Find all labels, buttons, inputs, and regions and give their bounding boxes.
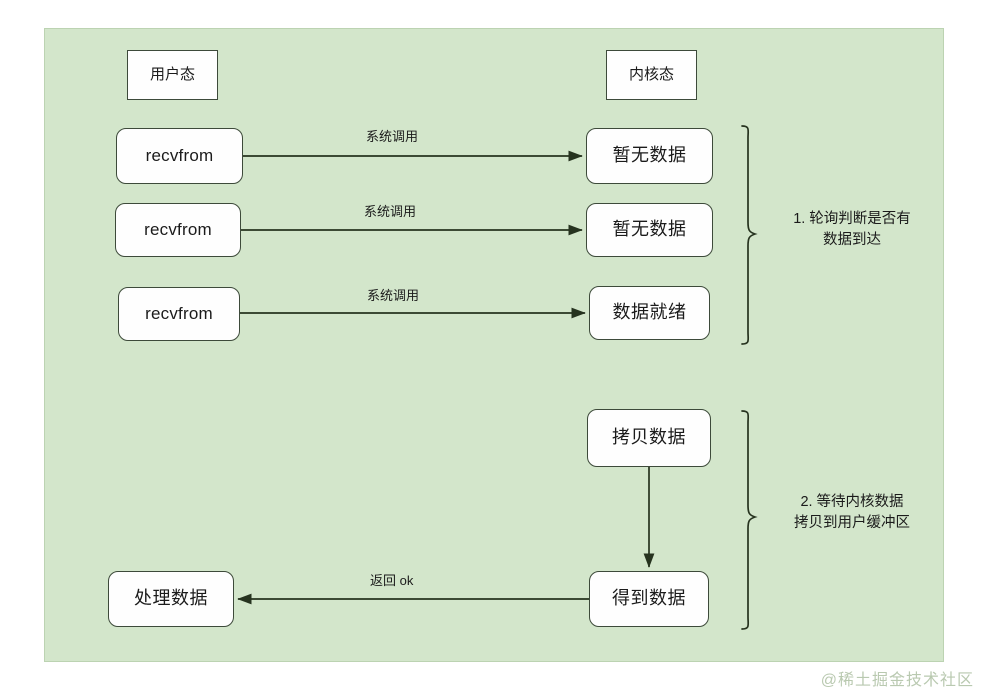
edge-label-return-ok: 返回 ok <box>370 573 414 588</box>
node-label-recvfrom-2: recvfrom <box>144 219 212 239</box>
node-label-process-data: 处理数据 <box>134 588 208 609</box>
node-process-data: 处理数据 <box>108 571 234 627</box>
header-box-kernel-mode: 内核态 <box>606 50 697 100</box>
header-label-kernel-mode: 内核态 <box>628 65 674 83</box>
node-recvfrom-2: recvfrom <box>115 203 241 257</box>
node-recvfrom-3: recvfrom <box>118 287 240 341</box>
diagram-panel <box>44 28 944 662</box>
node-no-data-1: 暂无数据 <box>586 128 713 184</box>
node-label-copy-data: 拷贝数据 <box>612 427 686 448</box>
node-recvfrom-1: recvfrom <box>116 128 243 184</box>
node-data-ready: 数据就绪 <box>589 286 710 340</box>
header-label-user-mode: 用户态 <box>149 65 195 83</box>
node-got-data: 得到数据 <box>589 571 709 627</box>
node-label-no-data-1: 暂无数据 <box>612 145 687 166</box>
node-label-data-ready: 数据就绪 <box>612 302 687 323</box>
node-copy-data: 拷贝数据 <box>587 409 711 467</box>
node-no-data-2: 暂无数据 <box>586 203 713 257</box>
annotation-polling: 1. 轮询判断是否有 数据到达 <box>793 211 911 249</box>
header-box-user-mode: 用户态 <box>127 50 218 100</box>
edge-label-syscall-3: 系统调用 <box>367 288 420 303</box>
edge-label-syscall-1: 系统调用 <box>366 129 419 144</box>
node-label-got-data: 得到数据 <box>612 588 686 609</box>
edge-label-syscall-2: 系统调用 <box>364 204 417 219</box>
node-label-recvfrom-1: recvfrom <box>145 145 214 165</box>
annotation-waiting: 2. 等待内核数据 拷贝到用户缓冲区 <box>794 494 910 532</box>
node-label-recvfrom-3: recvfrom <box>145 303 213 323</box>
node-label-no-data-2: 暂无数据 <box>612 219 687 240</box>
watermark: @稀土掘金技术社区 <box>820 672 974 689</box>
